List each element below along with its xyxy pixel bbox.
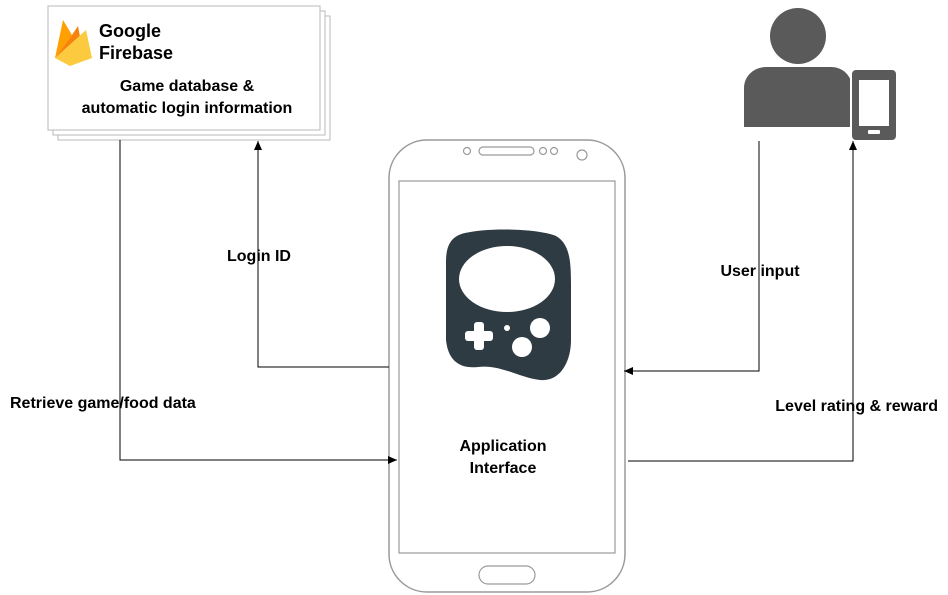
user-node [744, 8, 898, 142]
edge-level-rating: Level rating & reward [628, 141, 938, 462]
edge-label-login-id: Login ID [227, 248, 291, 265]
edge-user-input: User input [624, 141, 800, 375]
smartphone-icon [850, 68, 898, 142]
device-label-line1: Application [459, 438, 546, 455]
edge-label-user-input: User input [720, 263, 800, 280]
firebase-icon [55, 20, 92, 66]
phone-home-button [478, 565, 536, 585]
phone-front-camera [576, 149, 588, 161]
gamepad-icon [446, 229, 571, 381]
phone-camera-dot [462, 146, 472, 156]
edge-login-id: Login ID [227, 141, 389, 368]
firebase-brand-line2: Firebase [99, 43, 173, 63]
firebase-brand-line1: Google [99, 21, 161, 41]
phone-speaker [478, 146, 535, 156]
user-icon [744, 8, 852, 127]
edge-retrieve-data: Retrieve game/food data [10, 140, 397, 464]
firebase-desc-line1: Game database & [120, 78, 255, 95]
edge-label-level-rating: Level rating & reward [775, 398, 938, 415]
firebase-desc-line2: automatic login information [82, 100, 293, 117]
phone-sensor-dot-2 [549, 146, 559, 156]
phone-sensor-dot-1 [538, 146, 548, 156]
edge-label-retrieve: Retrieve game/food data [10, 395, 196, 412]
smartphone-node: Application Interface [388, 139, 626, 593]
device-label-line2: Interface [470, 460, 537, 477]
firebase-node: Google Firebase Game database & automati… [47, 5, 331, 141]
